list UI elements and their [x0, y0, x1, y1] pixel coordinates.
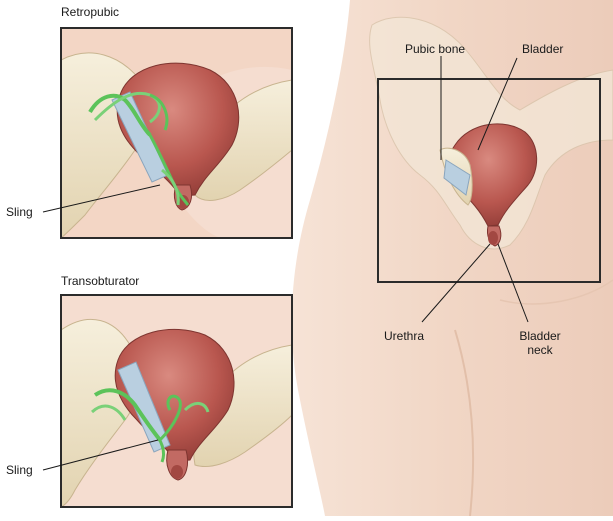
transobturator-title: Transobturator [61, 274, 140, 288]
sling-label-top: Sling [6, 205, 33, 219]
retropubic-frame [60, 27, 293, 239]
retropubic-panel [60, 27, 293, 239]
bladder-neck-label-line1: Bladder [519, 329, 561, 343]
sling-leader-bottom [42, 439, 159, 471]
sling-label-bottom: Sling [6, 463, 33, 477]
bladder-neck-leader [497, 243, 529, 323]
leader-lines [42, 56, 529, 471]
bladder-label: Bladder [522, 42, 564, 56]
transobturator-panel [60, 294, 293, 508]
bladder-neck-label-line2: neck [527, 343, 553, 357]
bladder-leader [477, 57, 518, 151]
retropubic-title: Retropubic [61, 5, 120, 19]
main-detail-frame [377, 78, 601, 283]
transobturator-frame [60, 294, 293, 508]
pubic-bone-label: Pubic bone [405, 42, 466, 56]
urethra-label: Urethra [384, 329, 425, 343]
sling-leader-top [42, 184, 161, 213]
bladder-neck-label: Bladder neck [515, 329, 565, 357]
main-bladder-group [439, 123, 538, 247]
urethra-leader [421, 243, 491, 323]
